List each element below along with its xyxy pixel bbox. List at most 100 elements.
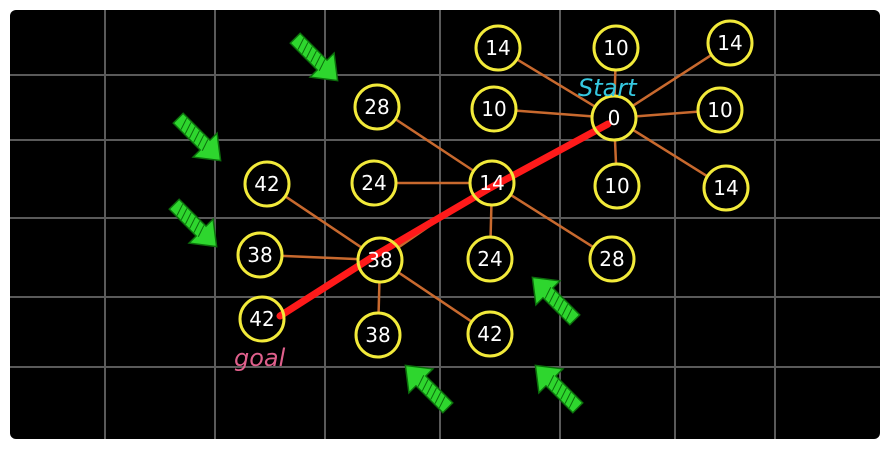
node-n1: 14 bbox=[474, 24, 522, 72]
node-n11: 14 bbox=[468, 159, 516, 207]
node-cost-label: 28 bbox=[599, 247, 624, 271]
shortest-path-line bbox=[276, 120, 612, 320]
arrow-shape bbox=[168, 198, 218, 248]
node-n18: 38 bbox=[354, 311, 402, 359]
node-cost-label: 0 bbox=[608, 106, 621, 130]
start-label: Start bbox=[578, 74, 638, 102]
arrow-hatch bbox=[184, 122, 192, 134]
node-circle bbox=[466, 310, 514, 358]
node-cost-label: 10 bbox=[707, 98, 732, 122]
node-n10: 24 bbox=[350, 159, 398, 207]
node-circle bbox=[474, 24, 522, 72]
edge-n11-n15 bbox=[489, 203, 493, 239]
arrow-hatch bbox=[193, 130, 200, 143]
arrow-up-left-icon bbox=[531, 276, 581, 326]
shortest-path bbox=[276, 120, 612, 320]
node-circle bbox=[468, 159, 516, 207]
node-cost-label: 24 bbox=[477, 247, 502, 271]
node-circle bbox=[470, 85, 518, 133]
arrow-hatch bbox=[306, 46, 313, 59]
arrow-hatch bbox=[197, 225, 205, 237]
node-circle bbox=[593, 162, 641, 210]
arrow-hatch bbox=[301, 42, 309, 54]
node-cost-label: 14 bbox=[479, 171, 504, 195]
arrow-hatch bbox=[197, 134, 205, 147]
arrow-hatch bbox=[189, 216, 196, 229]
node-circle bbox=[243, 160, 291, 208]
node-cost-label: 24 bbox=[361, 171, 386, 195]
edge-start-n4 bbox=[514, 109, 594, 118]
arrow-hatch bbox=[568, 396, 576, 409]
arrow-hatch bbox=[297, 37, 305, 50]
arrow-hatch bbox=[548, 291, 556, 304]
node-cost-label: 42 bbox=[254, 172, 279, 196]
edge-n14-n13 bbox=[280, 254, 360, 261]
arrow-hatch bbox=[180, 117, 188, 130]
node-n9: 28 bbox=[353, 83, 401, 131]
arrow-hatch bbox=[560, 387, 567, 400]
arrow-up-left-icon bbox=[404, 364, 454, 414]
arrow-shape bbox=[531, 276, 581, 326]
node-circle bbox=[590, 94, 638, 142]
node-circle bbox=[588, 235, 636, 283]
arrow-hatch bbox=[426, 383, 433, 396]
arrow-down-right-icon bbox=[168, 198, 218, 248]
arrow-hatch bbox=[185, 212, 192, 225]
node-cost-label: 38 bbox=[367, 248, 392, 272]
arrow-hatch bbox=[180, 208, 188, 220]
node-circle bbox=[702, 164, 750, 212]
arrow-shape bbox=[289, 32, 339, 82]
edge-start-n8 bbox=[631, 128, 709, 178]
node-n14: 38 bbox=[356, 236, 404, 284]
node-circle bbox=[356, 236, 404, 284]
node-cost-label: 10 bbox=[603, 36, 628, 60]
edge-n11-n16 bbox=[509, 193, 595, 249]
arrow-hatch bbox=[544, 287, 552, 299]
node-circle bbox=[354, 311, 402, 359]
arrow-hatch bbox=[201, 139, 209, 151]
arrow-hatch bbox=[561, 304, 569, 316]
arrow-down-right-icon bbox=[289, 32, 339, 82]
node-cost-label: 38 bbox=[365, 323, 390, 347]
arrow-hatch bbox=[417, 375, 425, 387]
edge-n14-n18 bbox=[377, 280, 381, 315]
node-n3: 14 bbox=[706, 19, 754, 67]
node-circle bbox=[592, 24, 640, 72]
arrow-hatch bbox=[430, 387, 437, 400]
node-cost-label: 14 bbox=[717, 31, 742, 55]
edge-n14-n12 bbox=[284, 195, 363, 249]
arrow-hatch bbox=[556, 383, 563, 396]
node-n12: 42 bbox=[243, 160, 291, 208]
arrow-shape bbox=[534, 364, 584, 414]
edge-n14-n19 bbox=[397, 271, 473, 323]
node-n13: 38 bbox=[236, 231, 284, 279]
node-n15: 24 bbox=[466, 235, 514, 283]
node-circle bbox=[466, 235, 514, 283]
edge-start-n1 bbox=[515, 58, 597, 108]
goal-label: goal bbox=[234, 344, 286, 372]
node-circle bbox=[353, 83, 401, 131]
arrow-hatch bbox=[318, 59, 326, 71]
node-circle bbox=[706, 19, 754, 67]
edge-n11-n9 bbox=[394, 117, 475, 173]
node-start: 0 bbox=[590, 94, 638, 142]
arrow-hatch bbox=[565, 308, 573, 321]
arrow-hatch bbox=[434, 392, 442, 404]
node-cost-label: 14 bbox=[485, 36, 510, 60]
node-cost-label: 42 bbox=[477, 322, 502, 346]
arrow-hatch bbox=[438, 396, 446, 409]
node-circle bbox=[236, 231, 284, 279]
node-n7: 10 bbox=[593, 162, 641, 210]
node-cost-label: 42 bbox=[249, 307, 274, 331]
node-cost-label: 10 bbox=[604, 174, 629, 198]
arrow-shape bbox=[404, 364, 454, 414]
arrow-hatch bbox=[547, 375, 555, 387]
arrow-hatch bbox=[193, 220, 201, 233]
edge-start-n6 bbox=[634, 110, 700, 118]
node-n8: 14 bbox=[702, 164, 750, 212]
grid-lines bbox=[10, 10, 880, 439]
highlight-arrows bbox=[168, 32, 584, 414]
node-n6: 10 bbox=[696, 86, 744, 134]
node-cost-label: 14 bbox=[713, 176, 738, 200]
